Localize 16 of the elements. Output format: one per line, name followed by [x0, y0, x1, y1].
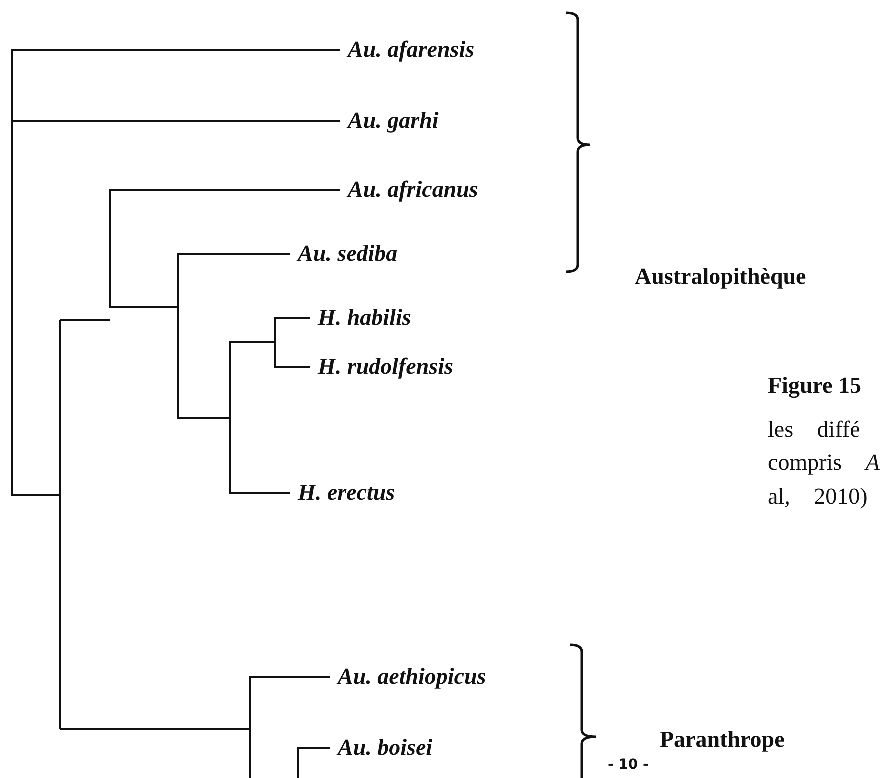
- taxon-name: Au. aethiopicus: [338, 665, 486, 688]
- taxon-name: H. habilis: [318, 306, 412, 329]
- page-number: - 10 -: [608, 758, 649, 772]
- figure-caption: al, 2010): [768, 485, 868, 508]
- figure-caption: compris A: [768, 451, 880, 474]
- taxon-name: Au. sediba: [298, 242, 398, 265]
- figure-caption: les diffé: [768, 418, 860, 441]
- taxon-name: Au. afarensis: [348, 38, 475, 61]
- group-label: Paranthrope: [660, 728, 785, 751]
- group-label: Australopithèque: [635, 265, 806, 288]
- taxon-name: H. rudolfensis: [318, 355, 454, 378]
- taxon-name: Au. africanus: [348, 178, 478, 201]
- figure-caption: Figure 15: [768, 374, 862, 397]
- taxon-name: Au. boisei: [338, 736, 433, 759]
- taxon-name: H. erectus: [298, 481, 396, 504]
- taxon-name: Au. garhi: [348, 109, 439, 132]
